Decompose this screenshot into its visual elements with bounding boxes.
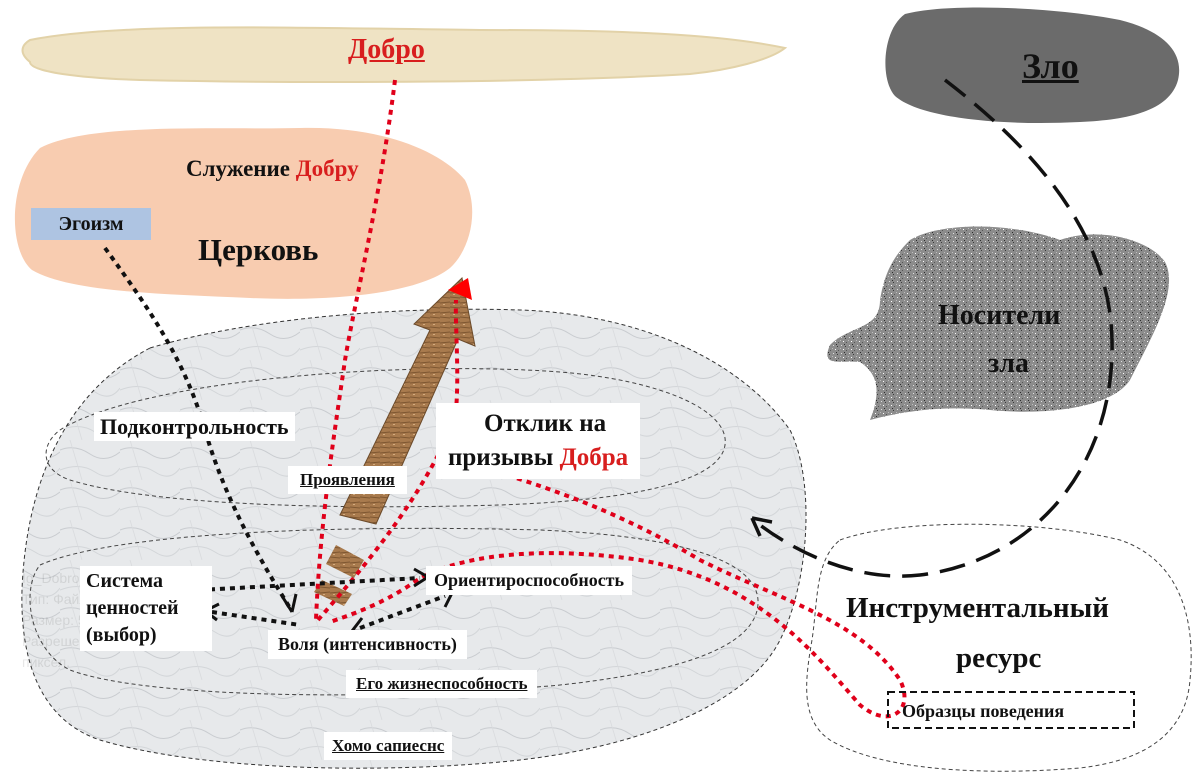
label-volya: Воля (интенсивность)	[268, 630, 467, 659]
label-homo: Хомо сапиеснс	[324, 732, 453, 760]
layer-ring-outer	[45, 368, 726, 508]
arrow-sistema-orient-head-r	[413, 567, 429, 588]
label-podkontrolnost: Подконтрольность	[94, 412, 295, 442]
label-sistema-1: Система	[86, 570, 164, 592]
zlo-dashed-line	[758, 78, 1114, 578]
otklik-red-line	[316, 299, 460, 622]
label-nositeli-1: Носители	[938, 300, 1061, 331]
label-instrumentalny-1: Инструментальный	[846, 592, 1109, 624]
label-sistema-2: ценностей	[86, 597, 179, 619]
label-otklik-text: призывы	[448, 444, 554, 471]
label-orientirosposobnost: Ориентироспособность	[426, 566, 633, 595]
arrow-sistema-orient	[199, 576, 421, 592]
dobro-cloud	[21, 26, 788, 83]
church-cloud	[14, 127, 473, 299]
label-otklik: Отклик на призывы Добра	[436, 403, 641, 479]
arrow-sistema-volya	[211, 610, 301, 627]
label-sluzhenie-text: Служение	[186, 156, 291, 181]
arrow-tip	[448, 278, 472, 300]
label-sluzhenie: Служение Добру	[186, 156, 359, 182]
nositeli-blob	[827, 226, 1170, 420]
zlo-cloud	[885, 7, 1180, 123]
label-otklik-red: Добра	[559, 444, 629, 471]
obraztsy-dashed-box	[887, 691, 1135, 729]
instrumental-blob	[806, 523, 1192, 772]
arrow-segment-1	[326, 545, 364, 578]
label-egoizm: Эгоизм	[31, 208, 151, 240]
zlo-arrow-head	[750, 516, 773, 537]
arrow-segment-2	[314, 580, 352, 606]
label-dobro: Добро	[348, 34, 425, 65]
label-sistema: Система ценностей (выбор)	[80, 566, 212, 651]
watermark-line-5: пиксел.	[22, 654, 71, 670]
label-otklik-line2: призывы Добра	[448, 441, 628, 475]
layer-ring-inner	[29, 527, 759, 696]
dobro-red-line	[314, 79, 397, 621]
label-obraztsy: Образцы поведения	[902, 701, 1065, 721]
egoizm-arrow-head	[280, 593, 298, 613]
label-tserkov: Церковь	[198, 232, 319, 267]
label-zlo: Зло	[1022, 46, 1079, 86]
label-sistema-3: (выбор)	[86, 624, 157, 646]
label-nositeli-2: зла	[988, 348, 1029, 379]
label-instrumentalny-2: ресурс	[956, 642, 1042, 674]
label-proyavleniya: Проявления	[288, 466, 407, 494]
label-otklik-line1: Отклик на	[484, 410, 607, 437]
label-zhiznesposobnost: Его жизнеспособность	[346, 670, 538, 698]
label-sluzhenie-red: Добру	[295, 156, 359, 181]
egoizm-dotted-line	[103, 246, 292, 610]
